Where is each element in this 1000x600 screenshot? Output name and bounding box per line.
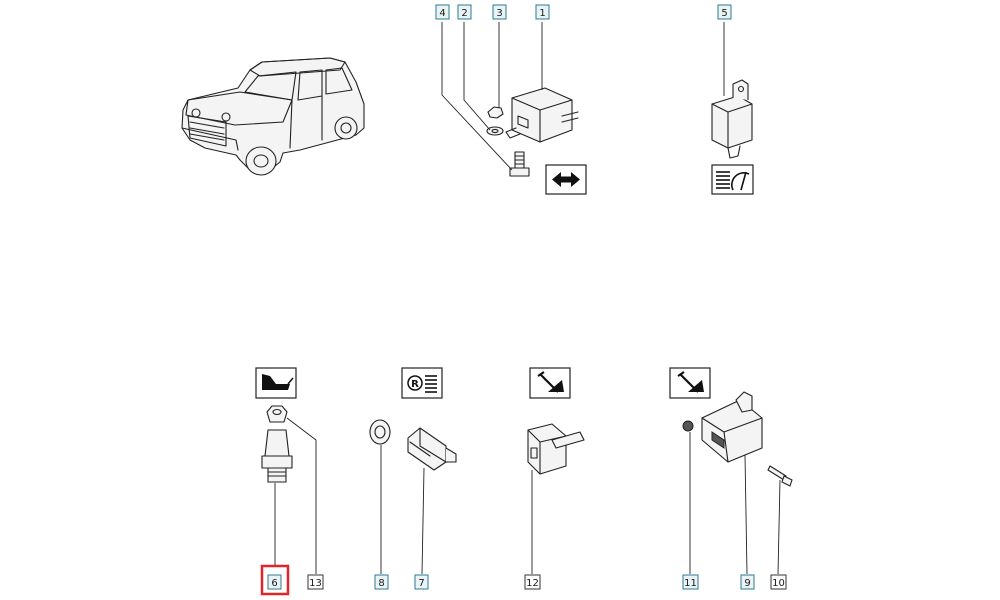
part-ref-12[interactable]: 12 — [524, 574, 541, 590]
part-ref-3[interactable]: 3 — [492, 4, 507, 20]
part-ref-10[interactable]: 10 — [770, 574, 787, 590]
part-ref-1[interactable]: 1 — [535, 4, 550, 20]
part-ref-13[interactable]: 13 — [307, 574, 324, 590]
handbrake-icon — [529, 367, 571, 399]
part-ref-box — [374, 574, 389, 590]
part-ref-box — [535, 4, 550, 20]
part-ref-box — [682, 574, 699, 590]
part-ref-box — [435, 4, 450, 20]
part-ref-label: 7 — [418, 578, 424, 589]
car-illustration — [181, 57, 365, 176]
part-ref-label: 10 — [772, 578, 785, 589]
part-ref-label: 3 — [496, 8, 502, 19]
part-ref-label: 4 — [439, 8, 445, 19]
part-ref-label: 6 — [271, 578, 277, 589]
part-ref-4[interactable]: 4 — [435, 4, 450, 20]
reverse-symbol: R — [411, 379, 419, 390]
part-ref-label: 5 — [721, 8, 727, 19]
part-ref-label: 11 — [684, 578, 697, 589]
oil-pressure-switch — [261, 405, 293, 483]
part-ref-label: 9 — [744, 578, 750, 589]
part-ref-label: 8 — [378, 578, 384, 589]
part-ref-box — [717, 4, 732, 20]
part-ref-8[interactable]: 8 — [374, 574, 389, 590]
handbrake-switch — [527, 423, 585, 475]
double-arrow-icon — [545, 164, 587, 195]
part-ref-11[interactable]: 11 — [682, 574, 699, 590]
wiper-icon — [711, 164, 754, 195]
part-ref-box — [770, 574, 787, 590]
part-ref-box — [740, 574, 755, 590]
handbrake-switch-assembly — [682, 391, 793, 487]
part-ref-label: 13 — [309, 578, 322, 589]
oil-can-icon — [255, 367, 297, 399]
part-ref-box — [267, 574, 282, 590]
handbrake-lever-icon — [669, 367, 711, 399]
part-ref-label: 12 — [526, 578, 539, 589]
part-ref-label: 2 — [461, 8, 467, 19]
flasher-unit — [711, 79, 753, 159]
part-ref-5[interactable]: 5 — [717, 4, 732, 20]
part-ref-box — [457, 4, 472, 20]
reverse-light-icon: R — [401, 367, 443, 399]
part-ref-box — [492, 4, 507, 20]
part-ref-6[interactable]: 6 — [267, 574, 282, 590]
part-ref-box — [307, 574, 324, 590]
part-ref-box — [524, 574, 541, 590]
part-ref-label: 1 — [539, 8, 545, 19]
part-ref-7[interactable]: 7 — [414, 574, 429, 590]
relay-assembly — [486, 87, 579, 177]
part-ref-9[interactable]: 9 — [740, 574, 755, 590]
part-ref-2[interactable]: 2 — [457, 4, 472, 20]
part-ref-box — [414, 574, 429, 590]
selection-highlight — [260, 564, 290, 596]
reverse-light-switch — [369, 419, 457, 471]
